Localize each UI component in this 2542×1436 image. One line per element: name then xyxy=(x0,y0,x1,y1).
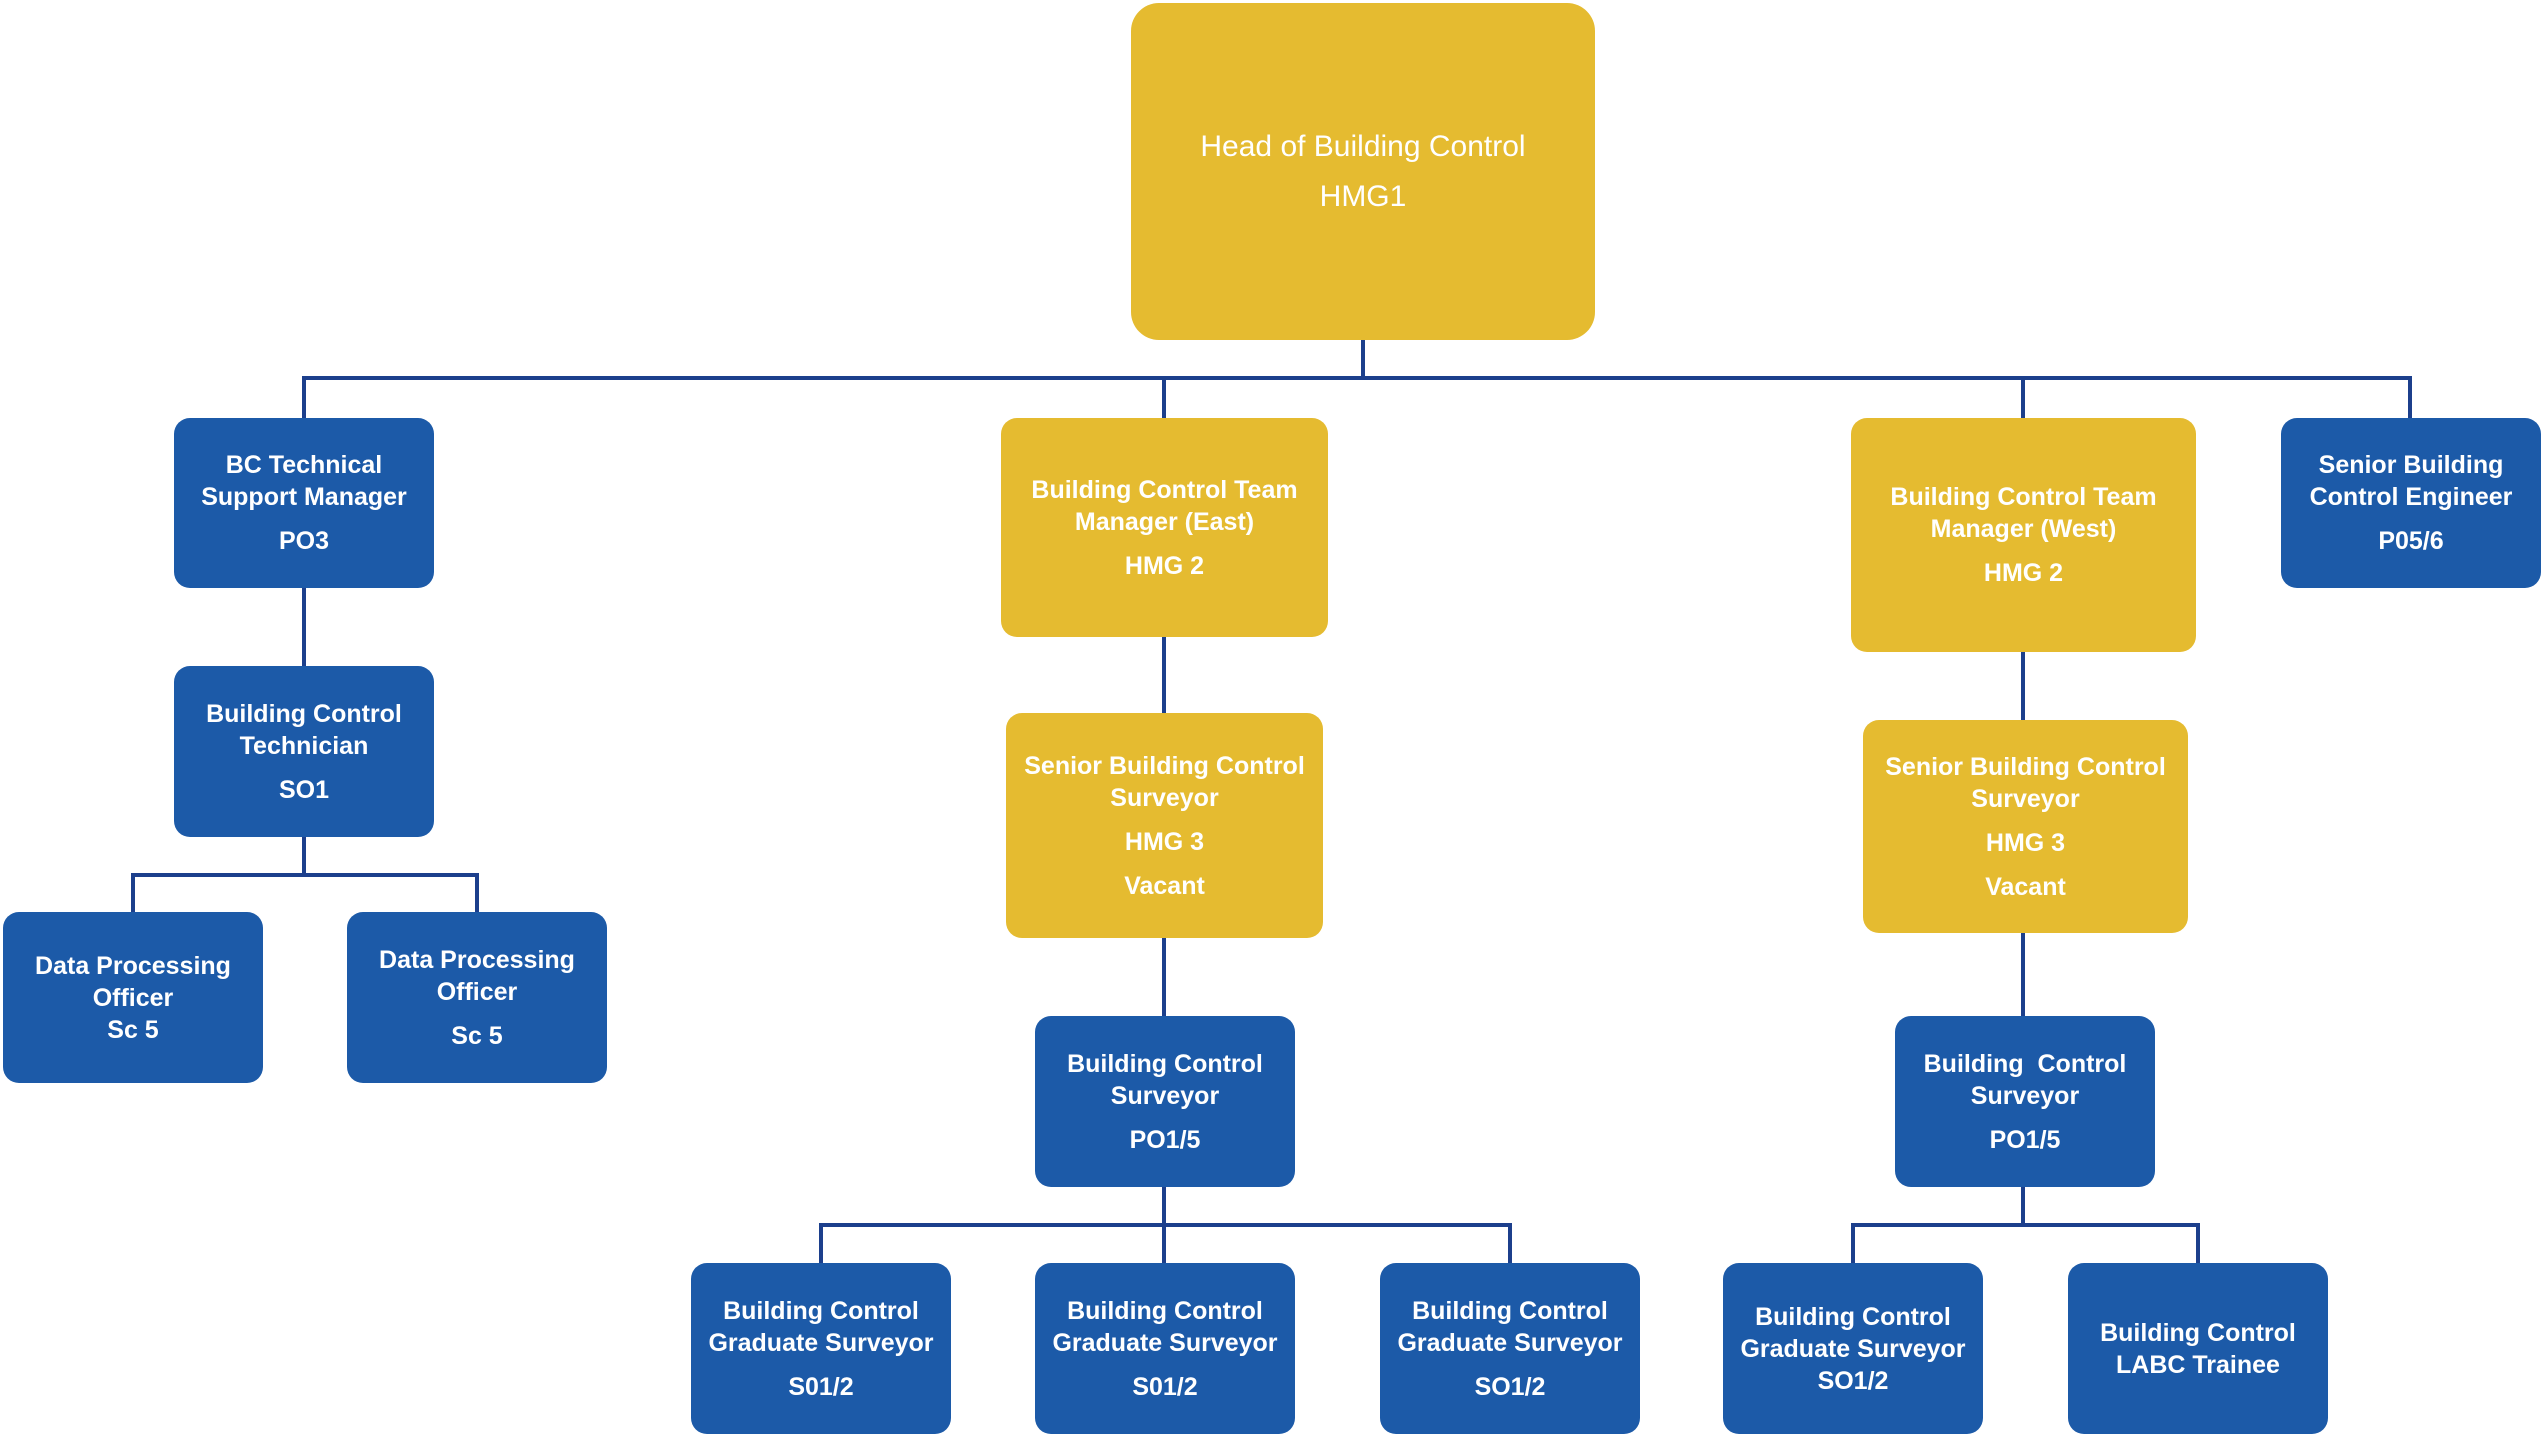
node-grade: SO1 xyxy=(278,775,330,804)
node-status-note: Vacant xyxy=(1124,871,1205,900)
node-graduate-surveyor-1: Building Control Graduate Surveyor S01/2 xyxy=(691,1263,951,1434)
node-grade: HMG1 xyxy=(1319,179,1407,213)
node-graduate-surveyor-2: Building Control Graduate Surveyor S01/2 xyxy=(1035,1263,1295,1434)
node-title: Building Control Surveyor xyxy=(1067,1049,1263,1110)
node-grade: HMG 3 xyxy=(1124,827,1205,856)
node-labc-trainee: Building Control LABC Trainee xyxy=(2068,1263,2328,1434)
node-title: BC Technical Support Manager xyxy=(201,451,407,511)
node-grade: PO1/5 xyxy=(1129,1125,1201,1154)
node-title: Building Control Surveyor xyxy=(1923,1049,2134,1110)
node-grade: PO3 xyxy=(278,527,330,555)
node-building-control-technician: Building Control Technician SO1 xyxy=(174,666,434,837)
node-title: Building Control Graduate Surveyor xyxy=(1052,1296,1278,1357)
node-graduate-surveyor-3: Building Control Graduate Surveyor SO1/2 xyxy=(1380,1263,1640,1434)
node-title: Building Control Graduate Surveyor xyxy=(1397,1296,1623,1357)
node-grade: S01/2 xyxy=(1132,1372,1198,1401)
node-title: Building Control Team Manager (East) xyxy=(1031,475,1298,536)
node-grade: HMG 2 xyxy=(1983,559,2064,587)
node-grade: Sc 5 xyxy=(107,1015,159,1044)
node-title: Building Control Technician xyxy=(206,699,402,760)
node-status-note: Vacant xyxy=(1985,872,2066,901)
node-grade: SO1/2 xyxy=(1474,1372,1546,1401)
node-grade: P05/6 xyxy=(2378,527,2444,555)
node-team-manager-west: Building Control Team Manager (West) HMG… xyxy=(1851,418,2196,652)
node-title: Data Processing Officer xyxy=(35,951,231,1012)
node-grade: S01/2 xyxy=(788,1372,854,1401)
node-title: Senior Building Control Surveyor xyxy=(1885,752,2166,813)
node-building-control-surveyor-west: Building Control Surveyor PO1/5 xyxy=(1895,1016,2155,1187)
node-grade: HMG 3 xyxy=(1985,828,2066,857)
node-title: Data Processing Officer xyxy=(379,945,575,1006)
connector-west-surveyor-graduates xyxy=(1851,1185,2200,1265)
node-title: Head of Building Control xyxy=(1200,129,1526,163)
node-graduate-surveyor-4: Building Control Graduate Surveyor SO1/2 xyxy=(1723,1263,1983,1434)
node-senior-surveyor-west: Senior Building Control Surveyor HMG 3 V… xyxy=(1863,720,2188,933)
node-title: Senior Building Control Surveyor xyxy=(1024,751,1305,812)
node-data-processing-officer-1: Data Processing Officer Sc 5 xyxy=(3,912,263,1083)
connector-head-bus xyxy=(302,338,2412,420)
node-team-manager-east: Building Control Team Manager (East) HMG… xyxy=(1001,418,1328,637)
node-title: Building Control Graduate Surveyor xyxy=(1740,1302,1966,1363)
node-grade: HMG 2 xyxy=(1124,551,1205,580)
node-head-of-building-control: Head of Building Control HMG1 xyxy=(1131,3,1595,340)
node-title: Building Control Graduate Surveyor xyxy=(708,1296,934,1357)
node-grade: PO1/5 xyxy=(1989,1125,2061,1154)
node-bc-technical-support-manager: BC Technical Support Manager PO3 xyxy=(174,418,434,588)
node-senior-building-control-engineer: Senior Building Control Engineer P05/6 xyxy=(2281,418,2541,588)
node-title: Senior Building Control Engineer xyxy=(2309,451,2513,511)
node-title: Building Control Team Manager (West) xyxy=(1890,483,2157,543)
node-grade: Sc 5 xyxy=(451,1021,503,1050)
node-data-processing-officer-2: Data Processing Officer Sc 5 xyxy=(347,912,607,1083)
node-building-control-surveyor-east: Building Control Surveyor PO1/5 xyxy=(1035,1016,1295,1187)
node-senior-surveyor-east: Senior Building Control Surveyor HMG 3 V… xyxy=(1006,713,1323,938)
node-grade: SO1/2 xyxy=(1817,1366,1889,1395)
node-title: Building Control LABC Trainee xyxy=(2100,1318,2296,1379)
connector-east-surveyor-graduates xyxy=(819,1185,1512,1265)
connector-technician-dpo xyxy=(131,835,479,914)
